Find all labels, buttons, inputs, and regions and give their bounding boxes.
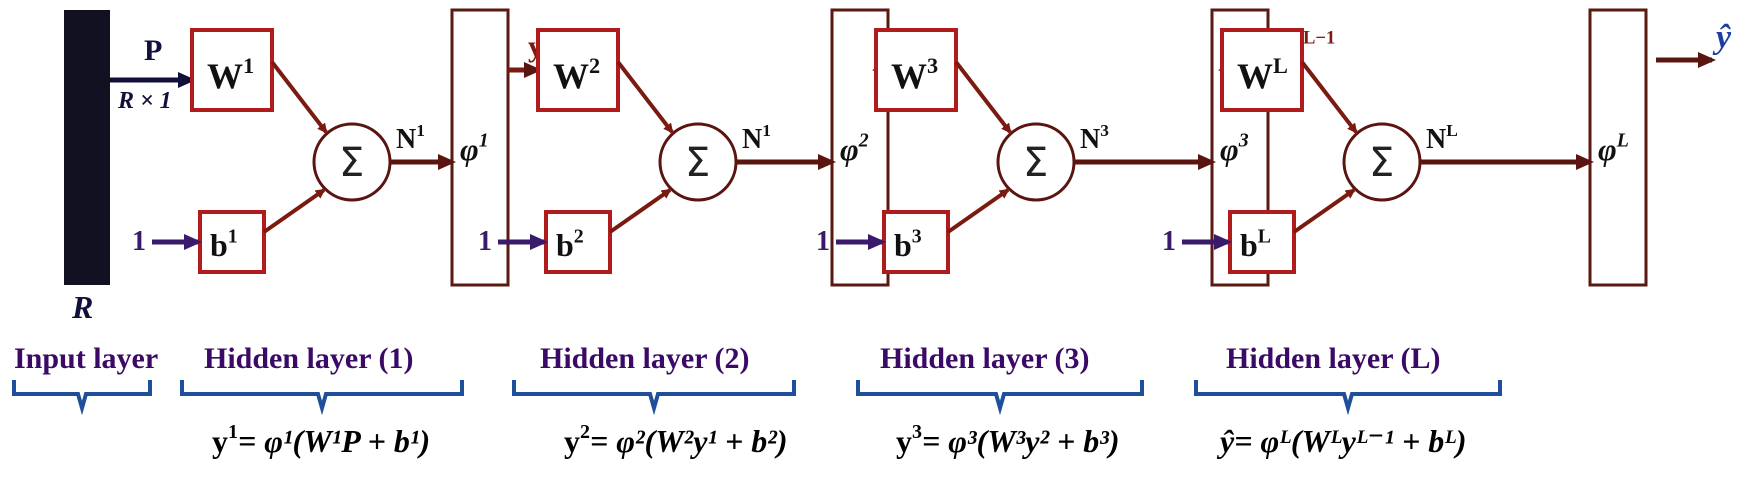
input-dims-label: R × 1 xyxy=(117,88,172,114)
layer-equation: y1= φ¹(W¹P + b¹) xyxy=(212,421,430,459)
bias-box xyxy=(544,210,612,274)
weight-box xyxy=(190,28,274,112)
input-signal-label: P xyxy=(144,34,162,67)
bias-label: bL xyxy=(1240,226,1271,263)
sum-symbol: Σ xyxy=(339,140,364,186)
activation-label: φ2 xyxy=(840,130,869,167)
weight-box xyxy=(536,28,620,112)
layer-heading: Hidden layer (3) xyxy=(880,342,1089,375)
input-layer-brace xyxy=(12,380,152,416)
layer-equation: y2= φ²(W²y¹ + b²) xyxy=(564,421,788,459)
input-bar xyxy=(64,10,110,285)
weight-label: W2 xyxy=(553,53,600,96)
layer-brace xyxy=(180,380,464,416)
activation-label: φL xyxy=(1598,130,1629,167)
bias-input-label: 1 xyxy=(1162,226,1176,257)
hidden-layers: W1b11Σφ1N1y1W2b21Σφ2N1y2W3b31Σφ3N3yL−1WL… xyxy=(132,8,1648,287)
layer-labels: Hidden layer (1) y1= φ¹(W¹P + b¹) Hidden l… xyxy=(180,342,1502,459)
layer-brace xyxy=(512,380,796,416)
activation-box xyxy=(1588,8,1648,287)
layer-heading: Hidden layer (2) xyxy=(540,342,749,375)
weight-label: W1 xyxy=(207,53,254,96)
weight-to-sum-arrow xyxy=(954,60,1012,134)
layer-equation: y3= φ³(W³y² + b³) xyxy=(896,421,1120,459)
activation-label: φ1 xyxy=(460,130,489,167)
layer-heading: Hidden layer (1) xyxy=(204,342,413,375)
bias-box xyxy=(1228,210,1296,274)
layer-heading: Hidden layer (L) xyxy=(1226,342,1440,375)
bias-box xyxy=(198,210,266,274)
net-label: N1 xyxy=(396,121,425,155)
sum-symbol: Σ xyxy=(685,140,710,186)
sum-symbol: Σ xyxy=(1369,140,1394,186)
bias-input-label: 1 xyxy=(478,226,492,257)
net-label: N3 xyxy=(1080,121,1109,155)
bias-label: b1 xyxy=(210,226,238,263)
net-label: N1 xyxy=(742,121,771,155)
layer-brace xyxy=(1194,380,1502,416)
bias-to-sum-arrow xyxy=(946,188,1010,234)
bias-to-sum-arrow xyxy=(262,188,326,234)
layer-equation: ŷ= φᴸ(Wᴸyᴸ⁻¹ + bᴸ) xyxy=(1216,423,1467,459)
weight-to-sum-arrow xyxy=(270,60,328,134)
layer-brace xyxy=(856,380,1144,416)
bias-to-sum-arrow xyxy=(608,188,672,234)
bias-label: b2 xyxy=(556,226,584,263)
bias-input-label: 1 xyxy=(816,226,830,257)
input-layer-heading: Input layer xyxy=(14,342,158,375)
bias-to-sum-arrow xyxy=(1292,188,1356,234)
activation-label: φ3 xyxy=(1220,130,1249,167)
net-label: NL xyxy=(1426,121,1458,155)
bias-input-label: 1 xyxy=(132,226,146,257)
weight-to-sum-arrow xyxy=(616,60,674,134)
weight-box xyxy=(874,28,958,112)
input-bar-label: R xyxy=(71,289,93,325)
bias-label: b3 xyxy=(894,226,922,263)
weight-box xyxy=(1220,28,1304,112)
output-label: ŷ xyxy=(1712,19,1732,56)
sum-symbol: Σ xyxy=(1023,140,1048,186)
weight-label: WL xyxy=(1237,53,1288,96)
weight-to-sum-arrow xyxy=(1300,60,1358,134)
weight-label: W3 xyxy=(891,53,938,96)
activation-box xyxy=(450,8,510,287)
